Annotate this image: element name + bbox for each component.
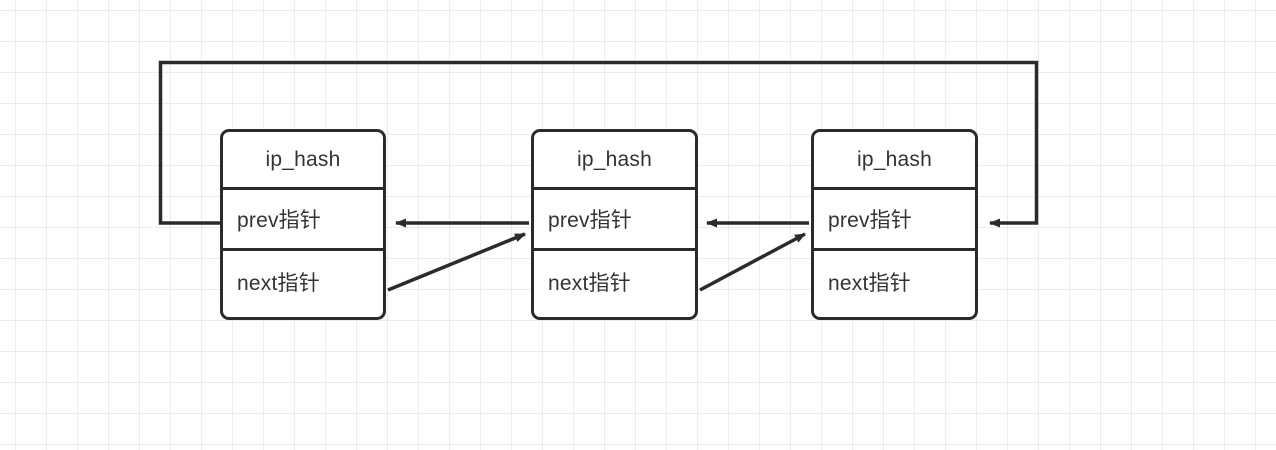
node-3-prev-label: prev指针 (828, 209, 913, 232)
node-1-next-label: next指针 (237, 271, 320, 295)
node-3-prev-row: prev指针 (814, 190, 975, 251)
next-edge-2-to-3 (699, 232, 806, 292)
node-2-prev-label: prev指针 (548, 209, 633, 232)
node-2-hash-label: ip_hash (577, 147, 652, 171)
wrap-edge-1-to-3 (158, 60, 1039, 228)
node-2-prev-row: prev指针 (534, 190, 695, 251)
node-3-hash-row: ip_hash (814, 132, 975, 190)
node-1-hash-row: ip_hash (223, 132, 383, 190)
node-2-hash-row: ip_hash (534, 132, 695, 190)
node-1-hash-label: ip_hash (265, 147, 341, 171)
node-2-next-label: next指针 (548, 271, 631, 295)
list-node-1[interactable]: ip_hash prev指针 next指针 (220, 129, 386, 320)
node-3-next-row: next指针 (814, 251, 975, 312)
node-3-hash-label: ip_hash (857, 147, 932, 171)
list-node-2[interactable]: ip_hash prev指针 next指针 (531, 129, 698, 320)
node-3-next-label: next指针 (828, 271, 911, 295)
node-1-prev-label: prev指针 (237, 209, 322, 232)
list-node-3[interactable]: ip_hash prev指针 next指针 (811, 129, 978, 320)
node-1-prev-row: prev指针 (223, 190, 383, 251)
node-1-next-row: next指针 (223, 251, 383, 312)
next-edge-1-to-2 (387, 232, 526, 292)
node-2-next-row: next指针 (534, 251, 695, 312)
